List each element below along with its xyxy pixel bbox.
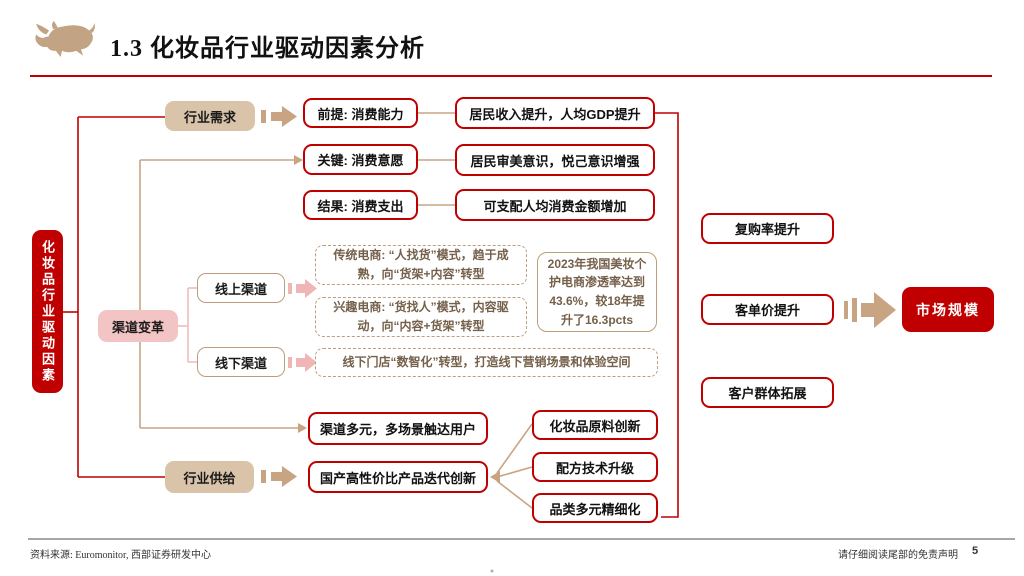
- output-customer-base-box: 客户群体拓展: [701, 377, 834, 408]
- online-channel-box: 线上渠道: [197, 273, 285, 303]
- supply-driver-3: 品类多元精细化: [532, 493, 658, 523]
- demand-factor-2: 关键: 消费意愿: [303, 144, 418, 175]
- online-penetration-stat: 2023年我国美妆个护电商渗透率达到43.6%，较18年提升了16.3pcts: [537, 252, 657, 332]
- footer-divider: [28, 538, 1015, 540]
- market-scale-box: 市场规模: [902, 287, 994, 332]
- demand-result-1: 居民收入提升，人均GDP提升: [455, 97, 655, 129]
- page-title: 1.3 化妆品行业驱动因素分析: [110, 36, 425, 62]
- supply-core-box: 国产高性价比产品迭代创新: [308, 461, 488, 493]
- page-number: 5: [972, 545, 979, 557]
- demand-result-3: 可支配人均消费金额增加: [455, 189, 655, 221]
- bull-logo-icon: [28, 20, 96, 64]
- title-divider: [30, 75, 992, 77]
- supply-driver-2: 配方技术升级: [532, 452, 658, 482]
- demand-result-2: 居民审美意识，悦己意识增强: [455, 144, 655, 176]
- output-unit-price-box: 客单价提升: [701, 294, 834, 325]
- demand-factor-3: 结果: 消费支出: [303, 190, 418, 220]
- supply-driver-1: 化妆品原料创新: [532, 410, 658, 440]
- root-factor-label: 化妆品行业驱动因素: [40, 239, 55, 384]
- offline-note: 线下门店“数智化”转型，打造线下营销场景和体验空间: [315, 348, 658, 377]
- online-traditional-note: 传统电商: “人找货”模式，趋于成熟，向“货架+内容”转型: [315, 245, 527, 285]
- supply-branch-box: 行业供给: [165, 461, 254, 493]
- channel-branch-box: 渠道变革: [98, 310, 178, 342]
- offline-channel-box: 线下渠道: [197, 347, 285, 377]
- root-factor-box: 化妆品行业驱动因素: [32, 230, 63, 393]
- disclaimer-note: 请仔细阅读尾部的免责声明: [838, 550, 958, 561]
- output-repurchase-box: 复购率提升: [701, 213, 834, 244]
- demand-branch-box: 行业需求: [165, 101, 255, 131]
- source-note: 资料来源: Euromonitor, 西部证券研发中心: [30, 550, 211, 561]
- demand-factor-1: 前提: 消费能力: [303, 98, 418, 128]
- channel-outcome-box: 渠道多元，多场景触达用户: [308, 412, 488, 445]
- online-interest-note: 兴趣电商: “货找人”模式，内容驱动，向“内容+货架”转型: [315, 297, 527, 337]
